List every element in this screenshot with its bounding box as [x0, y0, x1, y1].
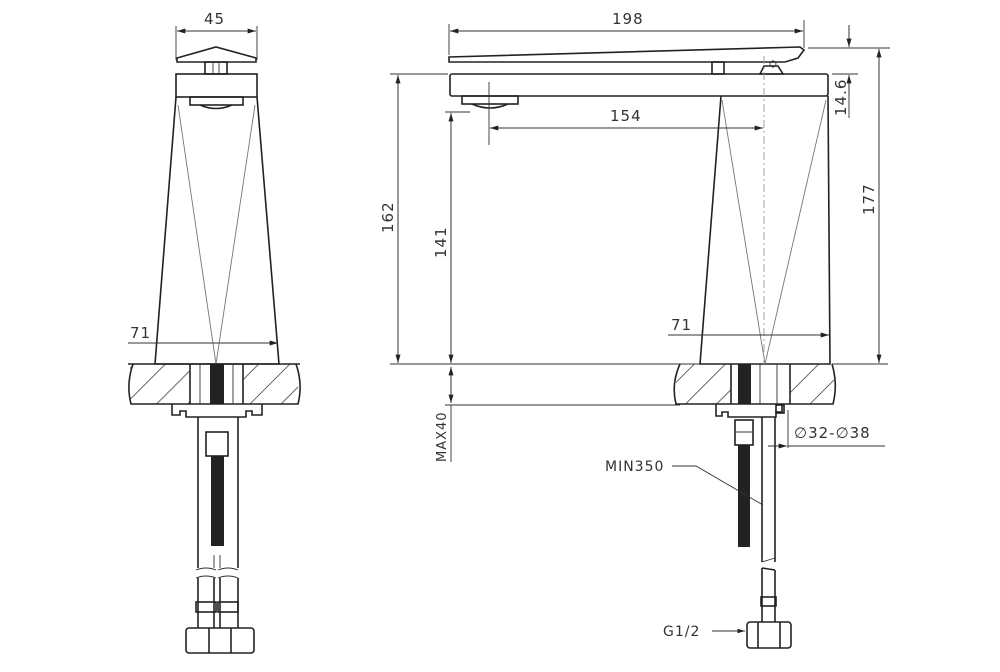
dim-14-6: 14.6 [832, 79, 850, 116]
dim-177: 177 [860, 183, 878, 215]
front-view: 198 154 14.6 177 162 14 [379, 10, 890, 649]
dim-45: 45 [204, 10, 225, 28]
dim-198: 198 [612, 10, 644, 28]
dim-71-right: 71 [671, 316, 692, 334]
dim-154: 154 [610, 107, 642, 125]
side-view: 71 45 [128, 10, 301, 654]
dim-hole-diameter: ∅32-∅38 [794, 424, 871, 442]
label-min350: MIN350 [605, 459, 664, 475]
dim-141: 141 [432, 226, 450, 258]
dim-max40: MAX40 [435, 411, 450, 462]
dim-162: 162 [379, 201, 397, 233]
dim-71-left: 71 [130, 324, 151, 342]
label-g12: G1/2 [663, 624, 700, 640]
